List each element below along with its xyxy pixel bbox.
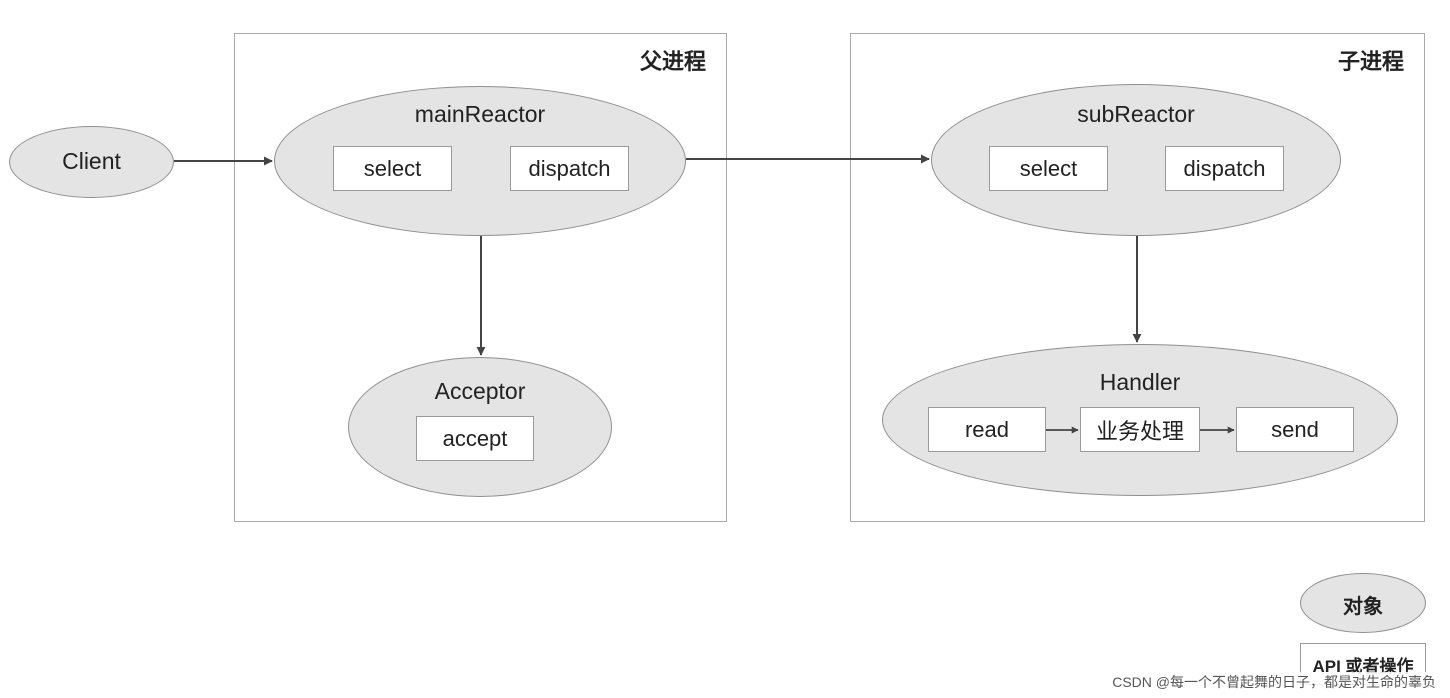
main-reactor-label: mainReactor <box>414 101 546 127</box>
acceptor-label: Acceptor <box>434 378 526 404</box>
handler-send-box: send <box>1236 407 1354 452</box>
main-reactor-dispatch-box: dispatch <box>510 146 629 191</box>
parent-process-title: 父进程 <box>639 49 706 74</box>
watermark-text: CSDN @每一个不曾起舞的日子，都是对生命的辜负 <box>1112 672 1436 692</box>
client-label: Client <box>62 148 121 174</box>
legend-object-shape: 对象 <box>1300 573 1426 633</box>
handler-read-box: read <box>928 407 1046 452</box>
child-process-title: 子进程 <box>1337 49 1404 74</box>
sub-reactor-dispatch-box: dispatch <box>1165 146 1284 191</box>
client-node: Client <box>9 126 174 198</box>
sub-reactor-select-box: select <box>989 146 1108 191</box>
acceptor-accept-box: accept <box>416 416 534 461</box>
sub-reactor-label: subReactor <box>1077 101 1195 127</box>
handler-label: Handler <box>1099 369 1181 395</box>
legend-object-label: 对象 <box>1343 596 1383 618</box>
handler-business-box: 业务处理 <box>1080 407 1200 452</box>
main-reactor-select-box: select <box>333 146 452 191</box>
